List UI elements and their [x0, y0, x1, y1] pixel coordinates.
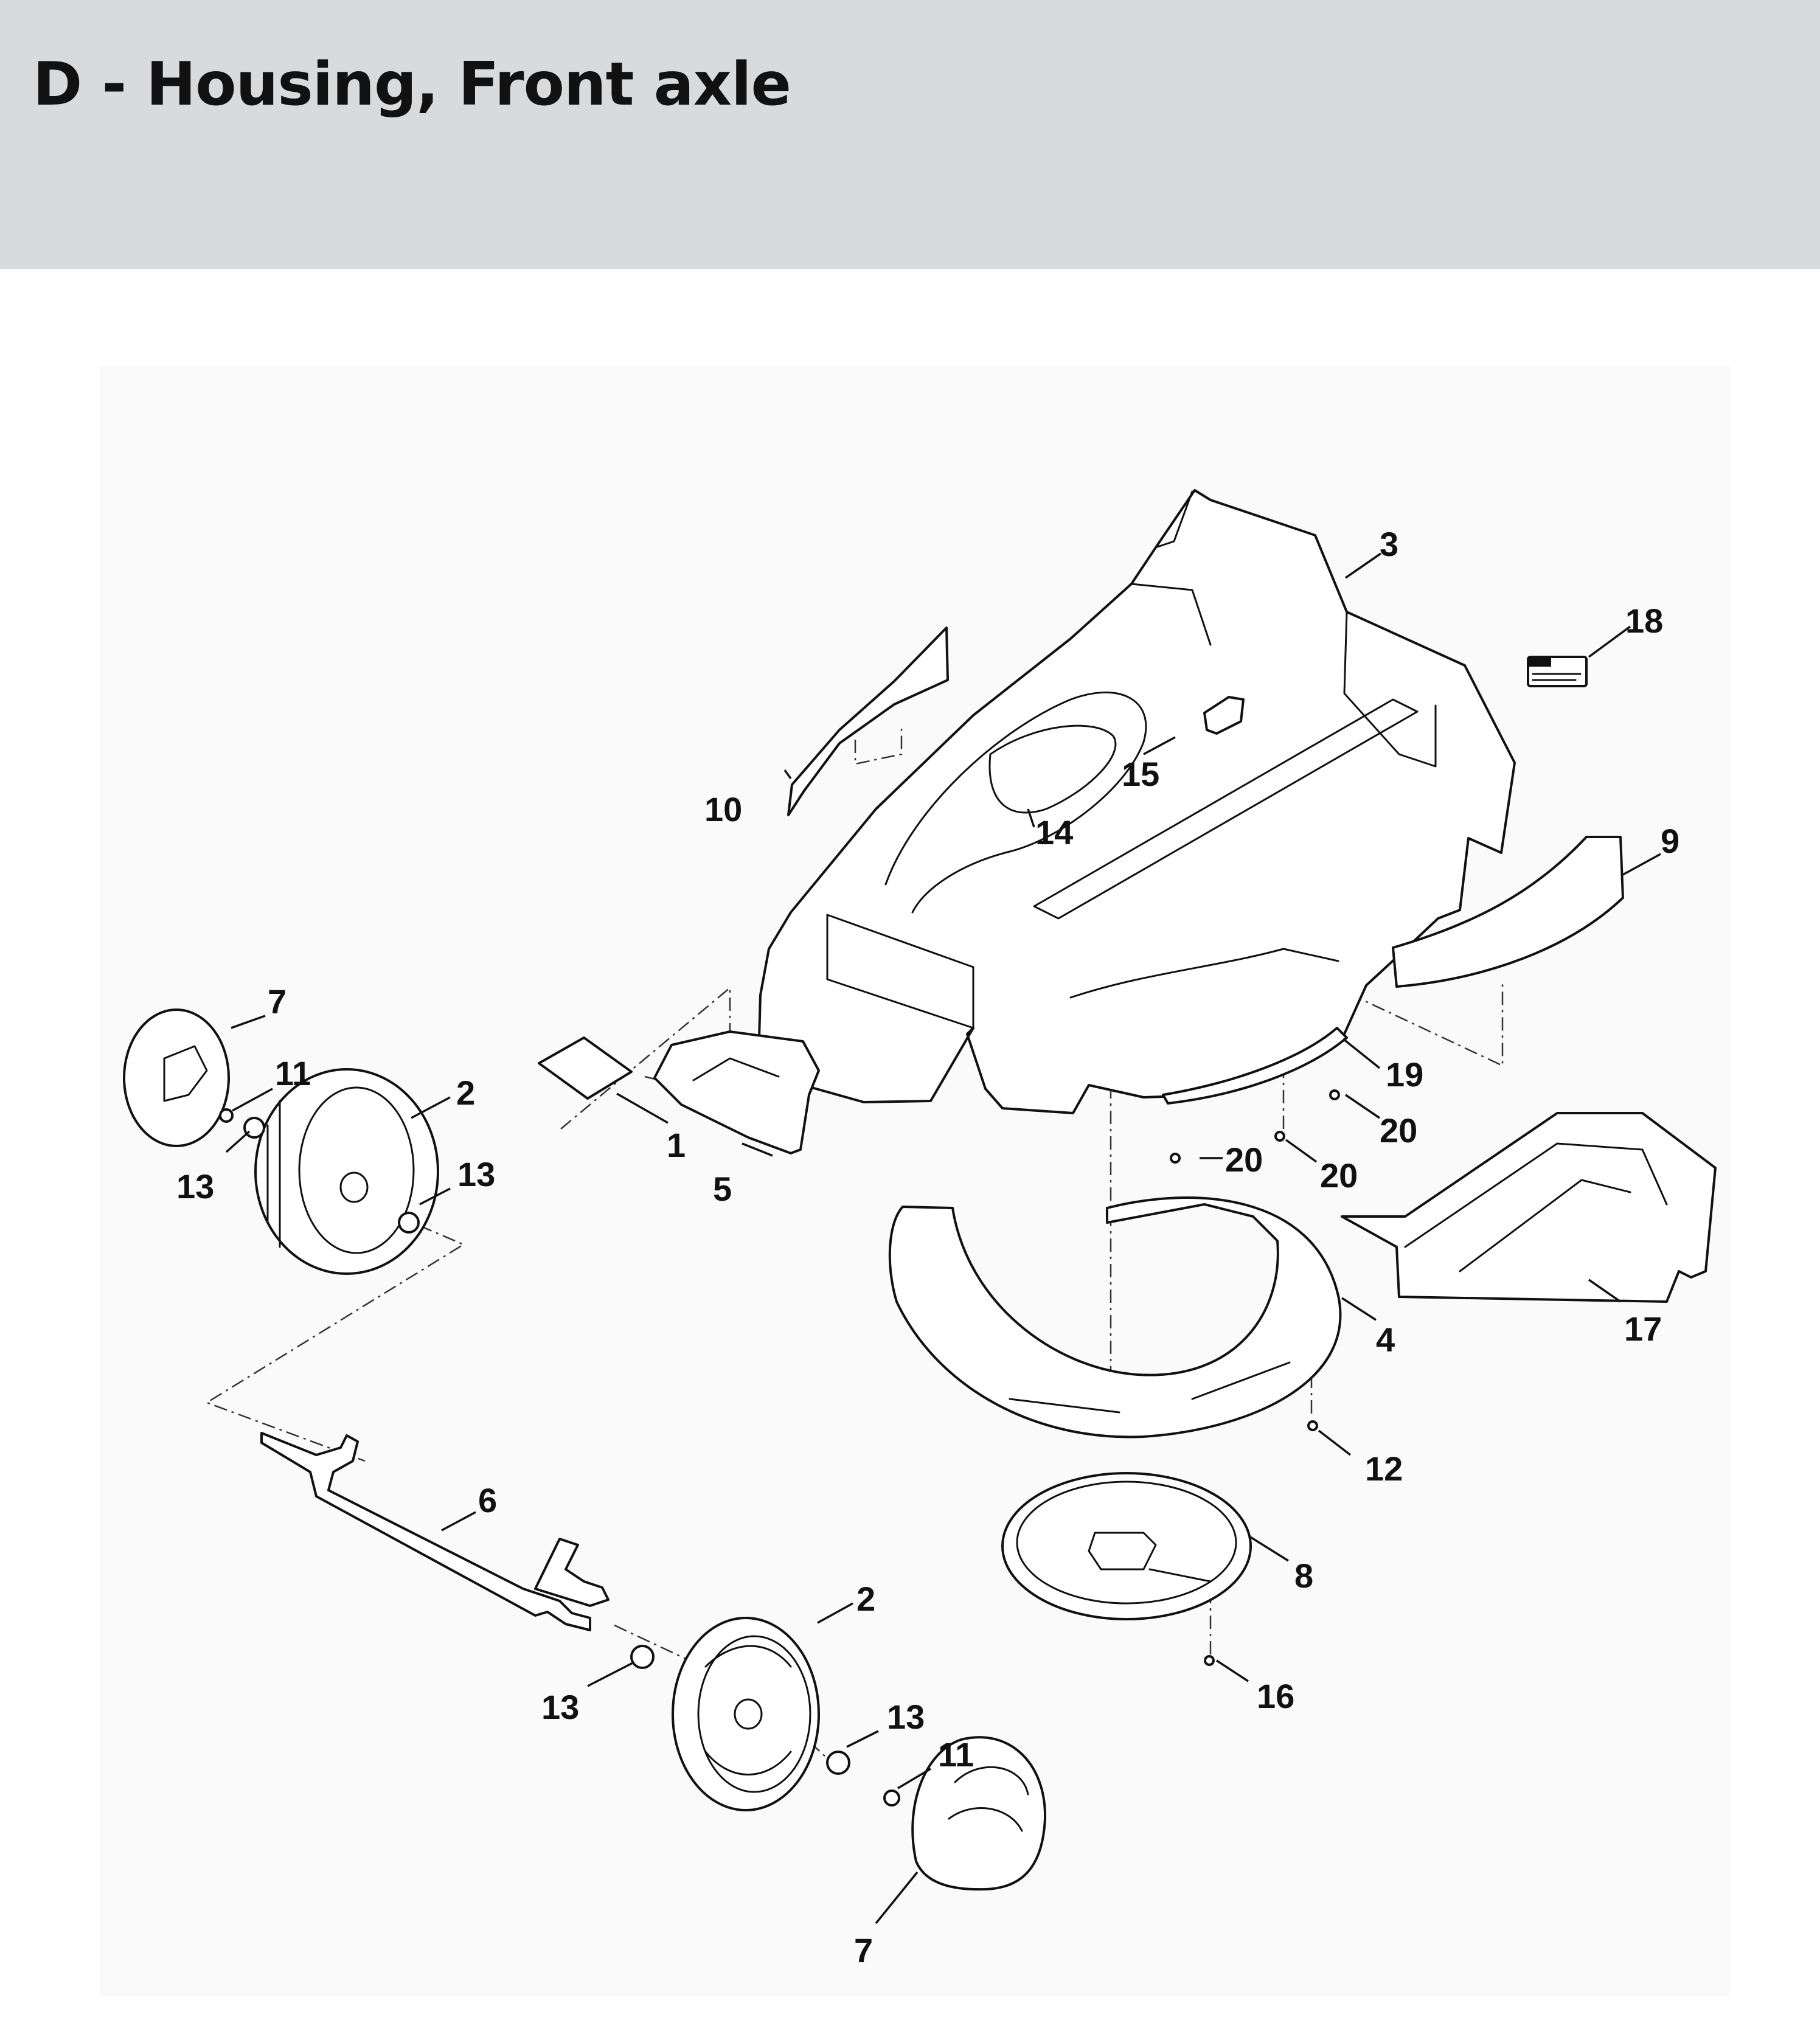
callout-17: 17 [1624, 1310, 1662, 1348]
callout-16: 16 [1257, 1677, 1294, 1715]
callout-8: 8 [1294, 1557, 1313, 1595]
leader-lines [225, 552, 1661, 1925]
callout-11-upper: 11 [275, 1054, 311, 1092]
lower-dish [1001, 1472, 1252, 1620]
callout-4: 4 [1376, 1321, 1395, 1359]
callout-6: 6 [478, 1481, 497, 1519]
callout-10: 10 [704, 790, 742, 828]
callout-labels: 3 18 10 15 14 9 1 5 19 20 20 20 4 17 12 … [176, 525, 1679, 1970]
upper-hubcap [123, 1008, 230, 1147]
deflector-strip [1162, 1027, 1348, 1105]
callout-13-lower-left: 13 [541, 1688, 579, 1726]
clip-part [1203, 696, 1245, 735]
lower-hubcap [911, 1736, 1047, 1891]
callout-7-upper: 7 [268, 982, 287, 1021]
upper-wheel [254, 1068, 439, 1275]
callout-7-lower: 7 [854, 1931, 873, 1970]
callout-20-right: 20 [1380, 1111, 1417, 1150]
callout-9: 9 [1661, 822, 1679, 860]
callout-3: 3 [1380, 525, 1398, 563]
callout-18: 18 [1625, 602, 1663, 640]
callout-20-left: 20 [1225, 1140, 1263, 1179]
callout-19: 19 [1386, 1055, 1423, 1094]
side-flap [787, 627, 949, 816]
rear-cover [1392, 836, 1624, 988]
callout-2-lower: 2 [856, 1580, 875, 1618]
housing-deck [758, 489, 1516, 1114]
callout-5: 5 [713, 1170, 732, 1208]
front-shield [653, 1030, 820, 1154]
callout-2-upper: 2 [456, 1074, 475, 1112]
header-bar: D - Housing, Front axle [0, 0, 1820, 269]
cover-plate [538, 1036, 633, 1100]
callout-11-lower: 11 [938, 1735, 974, 1774]
grass-chute [1341, 1112, 1717, 1303]
callout-1: 1 [667, 1126, 686, 1164]
callout-13-upper-left: 13 [176, 1167, 214, 1206]
callout-14: 14 [1035, 813, 1073, 852]
callout-15: 15 [1122, 755, 1159, 793]
callout-20-middle: 20 [1320, 1156, 1358, 1195]
front-axle [260, 1432, 610, 1631]
callout-13-upper-right: 13 [457, 1155, 495, 1193]
rating-label [1527, 656, 1588, 687]
callout-13-lower-right: 13 [887, 1698, 925, 1736]
cutting-baffle [888, 1196, 1342, 1439]
page-title: D - Housing, Front axle [33, 50, 791, 119]
lower-wheel [672, 1617, 820, 1811]
callout-12: 12 [1365, 1449, 1403, 1488]
